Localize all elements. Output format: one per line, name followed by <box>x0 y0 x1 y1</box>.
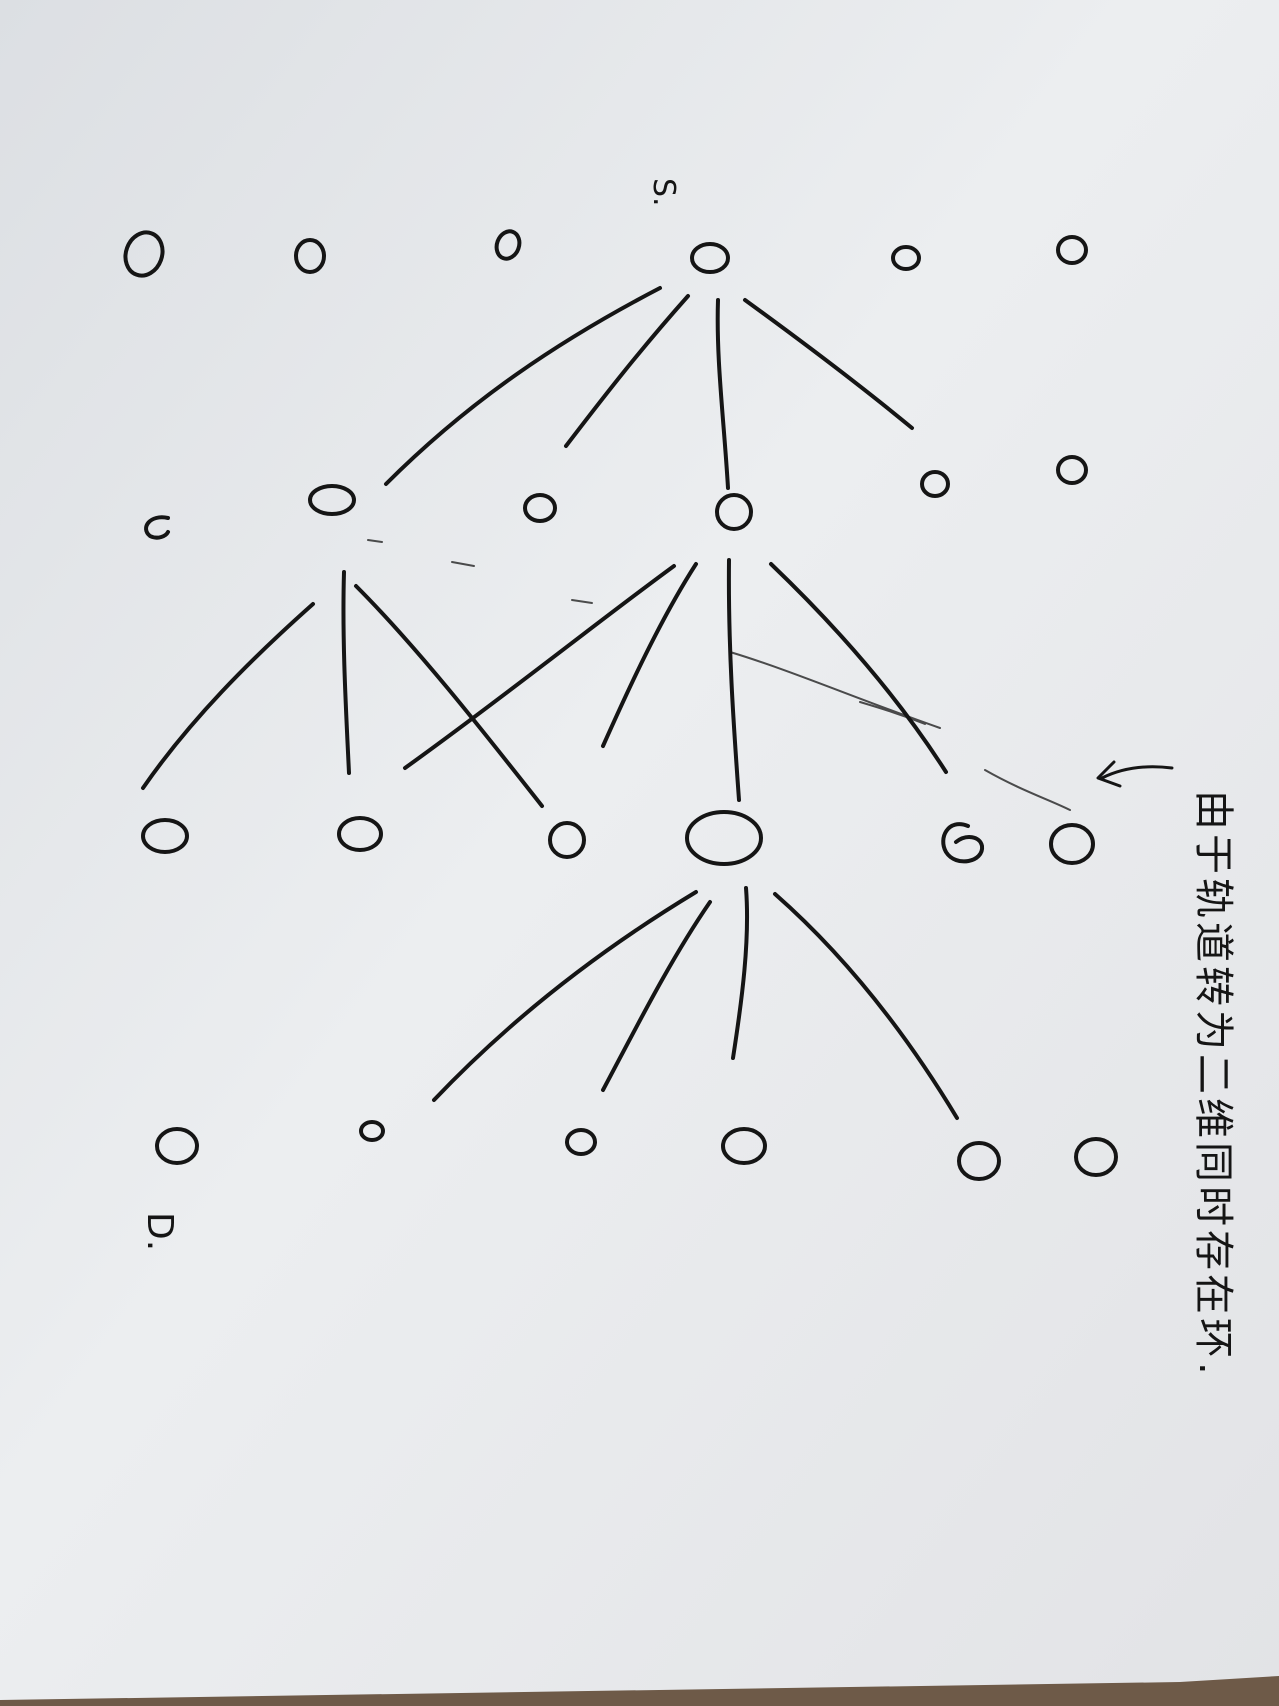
node <box>1049 823 1095 865</box>
node <box>685 810 763 866</box>
node <box>294 238 326 274</box>
edges <box>141 286 959 1120</box>
edge <box>773 892 959 1120</box>
node <box>715 493 753 531</box>
edge <box>141 602 315 790</box>
source-node <box>690 242 730 274</box>
edge <box>341 570 351 775</box>
node <box>155 1127 199 1165</box>
edge <box>354 584 544 808</box>
edge <box>726 558 741 802</box>
edge <box>715 298 730 490</box>
source-label: S. <box>646 178 681 207</box>
edge <box>432 890 698 1102</box>
nodes <box>123 229 1118 1181</box>
faint-stroke <box>859 701 926 725</box>
annotation-arrow <box>1096 760 1174 788</box>
edge <box>743 298 914 430</box>
node <box>308 484 356 516</box>
edge <box>731 886 750 1060</box>
edge <box>601 900 712 1092</box>
node <box>548 821 586 859</box>
node <box>141 818 189 854</box>
faint-stroke <box>571 599 593 604</box>
node <box>891 245 921 271</box>
node <box>920 470 950 498</box>
node <box>957 1141 1001 1181</box>
node <box>337 816 383 852</box>
faint-stroke <box>984 769 1071 811</box>
node <box>144 515 170 540</box>
node <box>565 1128 597 1156</box>
node <box>1074 1137 1118 1177</box>
faint-stroke <box>451 561 475 567</box>
edge <box>403 564 676 770</box>
arrowhead <box>1096 760 1122 788</box>
node <box>941 822 984 864</box>
node <box>494 229 522 261</box>
node <box>1056 235 1088 265</box>
edge <box>769 562 948 774</box>
node <box>523 493 557 523</box>
edge <box>564 294 690 448</box>
faint-stroke <box>367 539 383 543</box>
edge <box>601 562 698 748</box>
faint-strokes <box>367 539 1071 811</box>
annotation-note: 由于轨道转为二维同时存在环. <box>1190 790 1236 1379</box>
arrow-shaft <box>1100 765 1174 780</box>
node <box>123 230 165 278</box>
node <box>721 1127 767 1165</box>
node <box>359 1120 385 1142</box>
edge <box>384 286 662 486</box>
node <box>1056 455 1088 485</box>
target-label: D. <box>139 1212 180 1251</box>
